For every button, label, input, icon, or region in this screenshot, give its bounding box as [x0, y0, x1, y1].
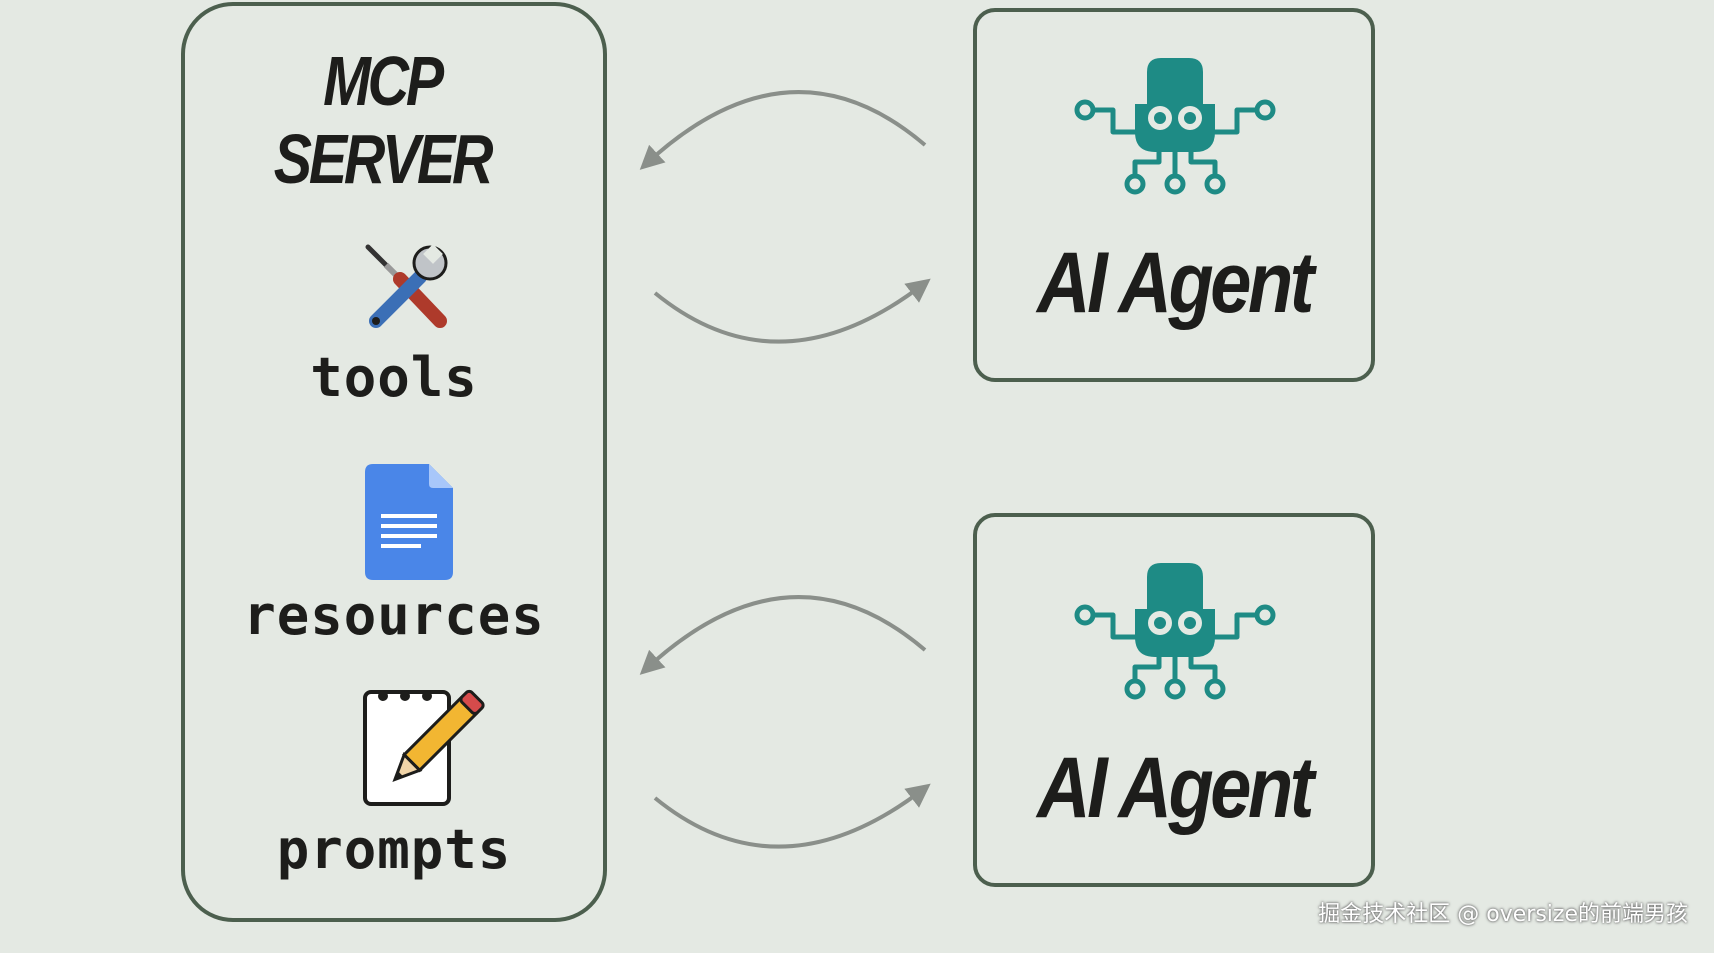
arrow-agent2-to-server — [639, 595, 927, 675]
mcp-server-box: MCP SERVER tools resources — [181, 2, 607, 922]
robot-octopus-icon — [1074, 58, 1276, 195]
tools-icon — [365, 244, 448, 328]
arrow-server-to-agent2 — [653, 783, 931, 849]
prompts-label: prompts — [276, 818, 512, 881]
watermark: 掘金技术社区 @ oversize的前端男孩 — [1318, 902, 1688, 927]
ai-agent-box-2: AI Agent — [973, 513, 1375, 887]
ai-agent-label-2: AI Agent — [1037, 740, 1314, 836]
server-title-line1: MCP — [323, 42, 444, 120]
server-title-line2: SERVER — [273, 120, 494, 198]
tools-label: tools — [310, 346, 478, 409]
document-icon — [365, 464, 453, 580]
robot-octopus-icon — [1074, 563, 1276, 700]
arrow-server-to-agent1 — [653, 278, 931, 344]
notepad-pencil-icon — [363, 689, 485, 806]
ai-agent-label-1: AI Agent — [1037, 235, 1314, 331]
ai-agent-box-1: AI Agent — [973, 8, 1375, 382]
arrow-agent1-to-server — [639, 90, 927, 170]
resources-label: resources — [243, 584, 545, 647]
